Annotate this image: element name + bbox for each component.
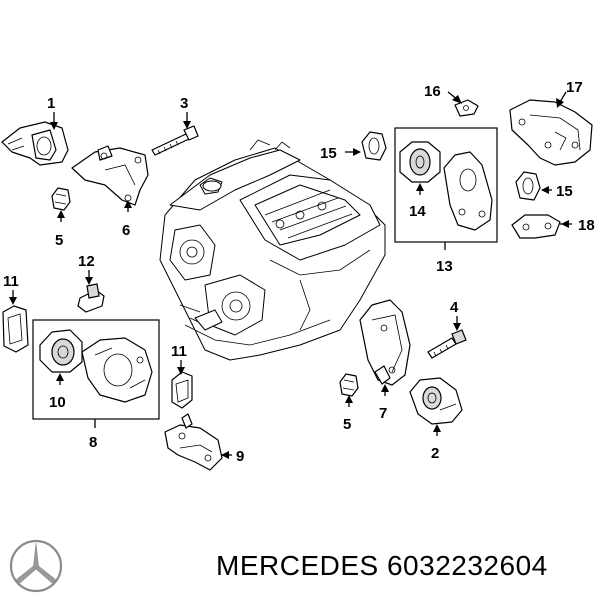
callout-15-right: 15 xyxy=(556,183,573,200)
callout-6: 6 xyxy=(122,222,130,239)
part-13-mount-housing[interactable] xyxy=(443,151,493,231)
callout-14: 14 xyxy=(409,203,426,220)
part-11-isolator-left[interactable] xyxy=(2,305,29,353)
callout-2: 2 xyxy=(431,445,439,462)
part-18-shim-plate[interactable] xyxy=(511,214,561,239)
part-16-plate[interactable] xyxy=(454,99,479,117)
engine-block-illustration xyxy=(159,139,386,361)
callout-12: 12 xyxy=(78,253,95,270)
part-2-lower-mount[interactable] xyxy=(409,377,463,425)
part-1-engine-mount[interactable] xyxy=(1,121,69,166)
callout-11-left: 11 xyxy=(3,273,19,290)
part-number-caption: MERCEDES 6032232604 xyxy=(216,550,548,582)
part-9-lower-bracket[interactable] xyxy=(164,413,223,471)
part-8-mount-housing[interactable] xyxy=(81,337,153,403)
callout-7: 7 xyxy=(379,405,387,422)
part-5-bushing-left[interactable] xyxy=(51,187,71,211)
callout-11-center: 11 xyxy=(171,343,187,360)
group-box-8 xyxy=(32,319,160,420)
part-14-bushing[interactable] xyxy=(399,141,441,183)
part-15-washer-upper[interactable] xyxy=(361,131,387,161)
part-number: 6032232604 xyxy=(386,550,548,581)
part-3-bolt[interactable] xyxy=(151,125,199,156)
callout-13: 13 xyxy=(436,258,453,275)
part-4-stud[interactable] xyxy=(427,329,467,359)
callout-4: 4 xyxy=(450,299,459,316)
callout-10: 10 xyxy=(49,394,66,411)
callout-15-upper: 15 xyxy=(320,145,337,162)
part-15-washer-right[interactable] xyxy=(515,171,541,201)
part-11-isolator-center[interactable] xyxy=(171,371,193,409)
part-7-side-bracket[interactable] xyxy=(359,299,411,386)
engine-mounts-diagram: 1 3 6 5 12 11 xyxy=(1,79,595,471)
callout-16: 16 xyxy=(424,83,441,100)
brand-name: MERCEDES xyxy=(216,550,379,581)
mercedes-star-icon xyxy=(9,539,63,593)
callout-17: 17 xyxy=(566,79,583,96)
part-6-bracket[interactable] xyxy=(71,145,149,206)
callout-5-left: 5 xyxy=(55,232,63,249)
callout-1: 1 xyxy=(47,95,55,112)
callout-3: 3 xyxy=(180,95,188,112)
callout-9: 9 xyxy=(236,448,244,465)
callout-5-right: 5 xyxy=(343,416,351,433)
callout-8: 8 xyxy=(89,434,97,451)
part-17-upper-bracket[interactable] xyxy=(509,99,593,166)
part-12-small-mount[interactable] xyxy=(77,283,105,313)
part-5-bushing-right[interactable] xyxy=(339,373,359,397)
group-box-13 xyxy=(394,127,498,243)
part-10-mount-bushing[interactable] xyxy=(39,329,83,373)
callout-18: 18 xyxy=(578,217,595,234)
